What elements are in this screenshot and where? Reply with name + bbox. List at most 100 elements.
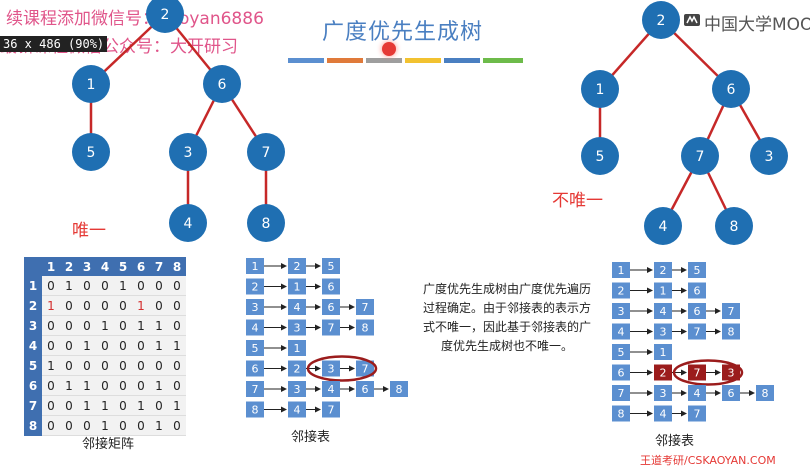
list-head-label: 8: [618, 408, 625, 421]
matrix-cell: 0: [150, 295, 168, 316]
highlight-circle: [672, 359, 744, 386]
list-head-box: [246, 360, 264, 377]
matrix-cell: 0: [60, 355, 78, 376]
matrix-cell: 0: [78, 355, 96, 376]
list-node-label: 7: [328, 404, 335, 417]
matrix-cell: 1: [132, 315, 150, 336]
matrix-cell: 0: [60, 395, 78, 416]
matrix-cell: 0: [114, 355, 132, 376]
tree-node: [715, 207, 753, 245]
matrix-cell: 0: [114, 335, 132, 356]
list-node-label: 8: [762, 387, 769, 400]
list-head-label: 2: [618, 285, 625, 298]
list-node-label: 6: [362, 383, 369, 396]
list-node-box: [722, 364, 740, 381]
list-node-label: 7: [694, 408, 701, 421]
matrix-col-header: 5: [114, 257, 132, 276]
list-node-box: [288, 381, 306, 397]
matrix-col-header: 6: [132, 257, 150, 276]
list-node-label: 7: [728, 305, 735, 318]
tree-node: [644, 207, 682, 245]
zoom-badge: 36 x 486 (90%): [0, 36, 108, 52]
matrix-col-header: 1: [42, 257, 60, 276]
list-node-box: [322, 258, 340, 274]
list-node-box: [654, 385, 672, 401]
list-node-label: 2: [294, 363, 301, 376]
list-head-box: [612, 262, 630, 278]
matrix-cell: 0: [96, 276, 114, 296]
list-node-box: [356, 381, 374, 397]
tree-node: [581, 70, 619, 108]
matrix-col-header: 7: [150, 257, 168, 276]
list-node-box: [390, 381, 408, 397]
tree-node-label: 8: [730, 219, 739, 235]
list-node-label: 7: [328, 322, 335, 335]
list-node-box: [654, 282, 672, 299]
list-head-label: 4: [618, 326, 625, 339]
matrix-cell: 0: [150, 355, 168, 376]
list-node-box: [688, 282, 706, 299]
list-node-box: [654, 405, 672, 422]
list-node-label: 4: [294, 301, 301, 314]
tree-node: [247, 204, 285, 242]
matrix-cell: 0: [96, 295, 114, 316]
matrix-cell: 0: [114, 395, 132, 416]
note-not-unique: 不唯一: [552, 191, 603, 211]
list-node-label: 6: [328, 301, 335, 314]
list-head-label: 3: [252, 301, 259, 314]
title-underline-blue: [288, 58, 324, 63]
tree-node-label: 6: [727, 82, 736, 98]
list-node-label: 8: [396, 383, 403, 396]
matrix-cell: 1: [96, 315, 114, 336]
tree-node-label: 3: [765, 149, 774, 165]
matrix-row-header: 1: [24, 276, 42, 296]
matrix-cell: 1: [78, 375, 96, 396]
tree-node: [203, 65, 241, 103]
matrix-cell: 0: [42, 276, 60, 296]
tree-node: [72, 65, 110, 103]
matrix-row-header: 7: [24, 395, 42, 416]
matrix-cell: 1: [168, 395, 186, 416]
list-node-box: [688, 323, 706, 340]
note-unique: 唯一: [72, 221, 106, 241]
matrix-cell: 0: [60, 335, 78, 356]
mooc-logo-icon: [684, 14, 700, 26]
list-node-label: 4: [294, 404, 301, 417]
list-head-label: 7: [618, 387, 625, 400]
matrix-cell: 1: [78, 335, 96, 356]
list-node-label: 7: [362, 363, 369, 376]
list-node-box: [688, 405, 706, 422]
tree-node-label: 8: [262, 216, 271, 232]
list-node-label: 8: [362, 322, 369, 335]
tree-node: [681, 137, 719, 175]
matrix-cell: 1: [150, 315, 168, 336]
tree-node-label: 1: [87, 77, 96, 93]
tree-node: [581, 137, 619, 175]
tree-node-label: 4: [184, 216, 193, 232]
matrix-cell: 0: [168, 276, 186, 296]
matrix-cell: 0: [42, 315, 60, 336]
matrix-cell: 1: [60, 375, 78, 396]
tree-node-label: 1: [596, 82, 605, 98]
list-node-box: [356, 299, 374, 315]
matrix-col-header: 4: [96, 257, 114, 276]
list-node-label: 7: [694, 326, 701, 339]
list-node-box: [722, 303, 740, 319]
list-node-label: 2: [660, 367, 667, 380]
list-head-box: [612, 364, 630, 381]
matrix-cell: 0: [78, 415, 96, 436]
list-head-box: [246, 299, 264, 315]
list-node-box: [356, 319, 374, 336]
list-node-box: [322, 299, 340, 315]
matrix-cell: 0: [96, 335, 114, 356]
matrix-cell: 0: [168, 355, 186, 376]
highlight-circle: [306, 355, 378, 382]
caption-adjacency-matrix: 邻接矩阵: [82, 437, 135, 452]
matrix-cell: 0: [96, 375, 114, 396]
list-head-label: 3: [618, 305, 625, 318]
tree-node-label: 6: [218, 77, 227, 93]
list-head-label: 4: [252, 322, 259, 335]
list-head-label: 8: [252, 404, 259, 417]
list-node-label: 6: [328, 281, 335, 294]
